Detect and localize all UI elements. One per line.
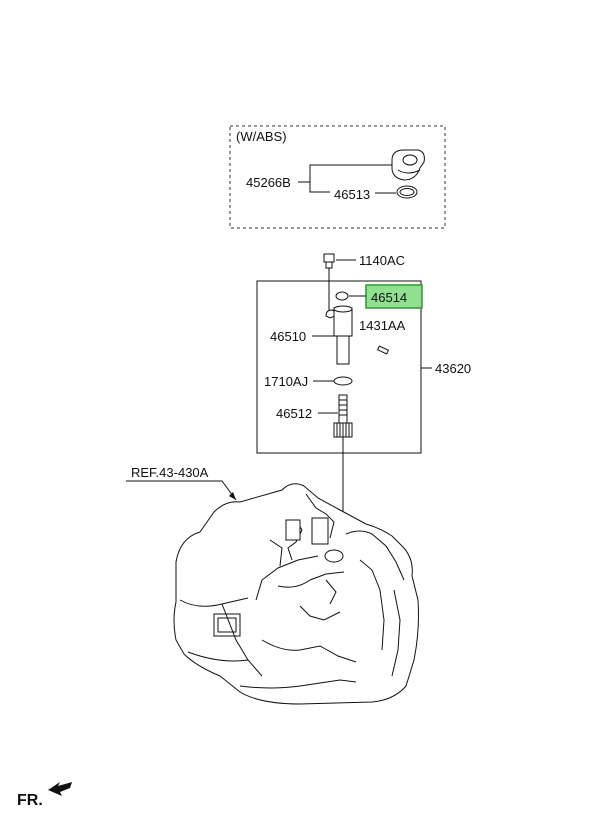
pin-1431AA [376, 345, 390, 355]
part-label-1431AA[interactable]: 1431AA [359, 318, 406, 333]
sleeve-46510 [325, 305, 353, 365]
abs-group: (W/ABS) 45266B 46513 [229, 125, 446, 229]
gear-46512 [333, 394, 353, 438]
abs-sensor-part [391, 149, 425, 181]
abs-group-title: (W/ABS) [236, 129, 287, 144]
part-label-45266B[interactable]: 45266B [246, 175, 291, 190]
transmission-housing [173, 483, 419, 705]
seal-46514 [335, 291, 349, 301]
part-label-46514[interactable]: 46514 [371, 290, 407, 305]
part-label-43620[interactable]: 43620 [435, 361, 471, 376]
bolt-1140AC [323, 253, 335, 312]
part-label-46513[interactable]: 46513 [334, 187, 370, 202]
part-label-1710AJ[interactable]: 1710AJ [264, 374, 308, 389]
leader-45266B [298, 164, 392, 183]
leader-ref [126, 480, 237, 501]
part-label-46512[interactable]: 46512 [276, 406, 312, 421]
o-ring-1710AJ [333, 376, 353, 386]
front-direction-arrow-icon [48, 782, 72, 796]
abs-group-frame [229, 125, 446, 229]
ref-label[interactable]: REF.43-430A [131, 465, 209, 480]
direction-label: FR. [17, 792, 43, 809]
part-label-46510[interactable]: 46510 [270, 329, 306, 344]
assembly-box-43620 [256, 280, 422, 454]
part-label-1140AC[interactable]: 1140AC [359, 253, 405, 268]
leader-45266B-branch [309, 182, 330, 193]
